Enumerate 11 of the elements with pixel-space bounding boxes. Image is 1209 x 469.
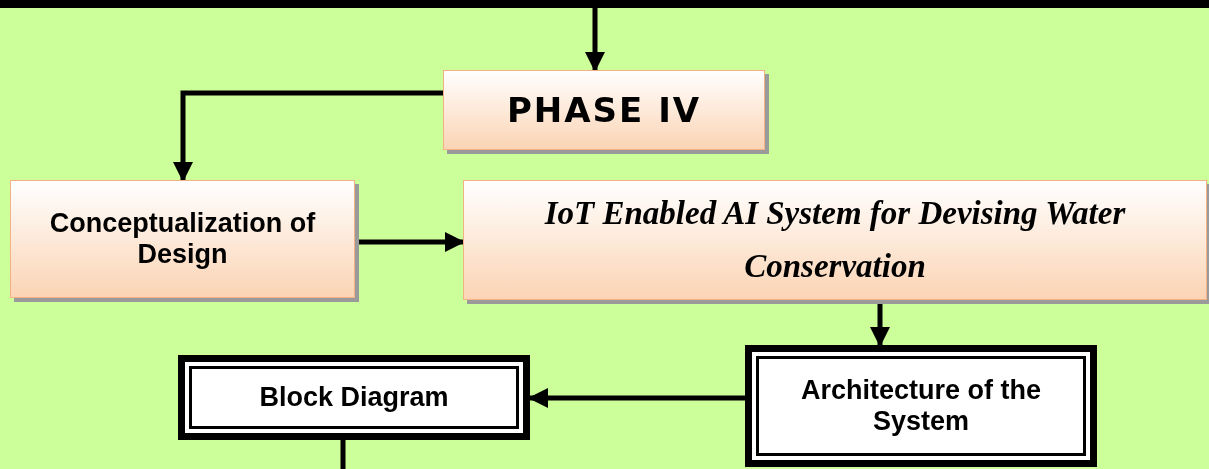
node-text: Architecture of the System [799,375,1042,437]
process-box [745,345,1097,467]
arrow [528,388,745,408]
node-text: Conceptualization of Design [48,208,317,270]
node-text: Block Diagram [259,382,449,413]
process-box [178,355,530,440]
arrow [173,90,443,182]
node-text: PHASE IV [506,90,702,130]
node-text: IoT Enabled AI System for Devising Water Conservation [543,194,1127,286]
arrow [585,8,605,72]
connector-line [340,440,346,469]
